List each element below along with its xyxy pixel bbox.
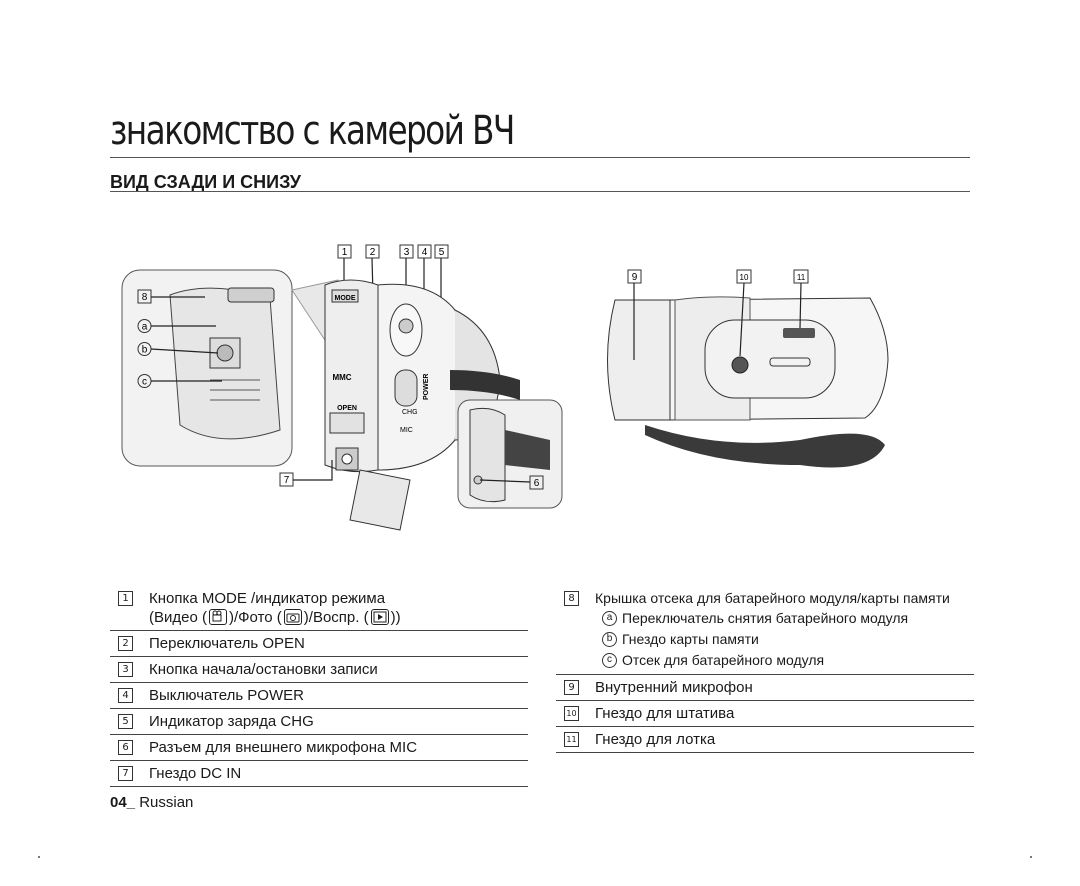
legend-item-3: 3 Кнопка начала/остановки записи [110,657,528,683]
callout-9: 9 [632,272,638,283]
power-label: POWER [423,374,430,400]
legend-item-4: 4 Выключатель POWER [110,683,528,709]
item-number: 10 [564,706,579,721]
item-text: Выключатель POWER [149,687,304,704]
sub-item-b: b Гнездо карты памяти [602,629,759,650]
battery-cover-inset [121,269,339,467]
mode-text-a: (Видео ( [149,609,207,626]
section-divider [110,191,970,192]
sub-text: Переключатель снятия батарейного модуля [622,610,909,626]
callout-2: 2 [370,247,376,258]
callout-11: 11 [797,273,806,282]
item-number: 9 [564,680,579,695]
item-text: Гнездо для штатива [595,705,735,722]
mode-text-c: )/Воспр. ( [303,609,369,626]
legend-left: 1 Кнопка MODE /индикатор режима (Видео (… [110,586,528,787]
legend-item-7: 7 Гнездо DC IN [110,761,528,787]
item-text: Крышка отсека для батарейного модуля/кар… [595,590,950,606]
mic-jack-inset [457,399,563,509]
corner-mark [1030,856,1032,858]
item-number: 6 [118,740,133,755]
item-number: 4 [118,688,133,703]
page-number: 04_ [110,794,136,811]
sub-text: Гнездо карты памяти [622,631,759,647]
open-label: OPEN [337,405,357,412]
item-text: Переключатель OPEN [149,635,305,652]
legend-item-2: 2 Переключатель OPEN [110,631,528,657]
footer-language: Russian [139,794,194,811]
item-number: 2 [118,636,133,651]
sub-text: Отсек для батарейного модуля [622,652,825,668]
page-footer: 04_ Russian [110,794,193,811]
item-number: 3 [118,662,133,677]
item-number: 1 [118,591,133,606]
camera-icon [283,609,302,625]
camcorder-icon [208,609,227,625]
mode-text-b: )/Фото ( [228,609,282,626]
sub-mark: b [602,632,617,647]
legend-item-10: 10 Гнездо для штатива [556,701,974,727]
item-text: Кнопка начала/остановки записи [149,661,378,678]
chapter-title: знакомство с камерой ВЧ [110,108,515,154]
play-icon [370,609,389,625]
section-title: ВИД СЗАДИ И СНИЗУ [110,172,301,192]
sub-item-c: c Отсек для батарейного модуля [602,650,824,671]
chapter-divider [110,157,970,158]
item-text: Разъем для внешнего микрофона MIC [149,739,418,756]
callout-7: 7 [284,475,290,486]
legend-item-11: 11 Гнездо для лотка [556,727,974,753]
item-text: Гнездо для лотка [595,731,716,748]
legend-item-8: 8 Крышка отсека для батарейного модуля/к… [556,586,974,675]
corner-mark [38,856,40,858]
camcorder-bottom [607,296,889,468]
callout-6: 6 [534,478,540,489]
chg-label: CHG [402,409,418,416]
item-number: 7 [118,766,133,781]
mic-label: MIC [400,427,413,434]
callout-4: 4 [422,247,428,258]
callout-a: a [142,322,148,333]
legend-item-6: 6 Разъем для внешнего микрофона MIC [110,735,528,761]
callout-c: c [142,377,147,388]
callout-10: 10 [740,273,749,282]
sub-item-a: a Переключатель снятия батарейного модул… [602,608,908,629]
mmc-label: MMC [332,373,351,382]
legend-item-9: 9 Внутренний микрофон [556,675,974,701]
item-number: 8 [564,591,579,606]
item-number: 11 [564,732,579,747]
sub-mark: c [602,653,617,668]
item-text: Гнездо DC IN [149,765,242,782]
item-number: 5 [118,714,133,729]
callouts-top: 1 2 3 4 5 [337,244,449,259]
callout-5: 5 [439,247,445,258]
mode-text-d: )) [390,609,401,626]
legend-right: 8 Крышка отсека для батарейного модуля/к… [556,586,974,753]
callout-8: 8 [142,292,148,303]
sub-mark: a [602,611,617,626]
callout-1: 1 [342,247,348,258]
callout-b: b [142,345,148,356]
item-text: Внутренний микрофон [595,679,753,696]
item-text: Индикатор заряда CHG [149,713,314,730]
camcorder-illustration: 1 2 3 4 5 8 a b c [121,244,889,531]
mode-label: MODE [335,295,356,302]
callout-3: 3 [404,247,410,258]
legend-item-5: 5 Индикатор заряда CHG [110,709,528,735]
item-text: Кнопка MODE /индикатор режима [149,590,386,607]
legend-item-1: 1 Кнопка MODE /индикатор режима (Видео (… [110,586,528,631]
